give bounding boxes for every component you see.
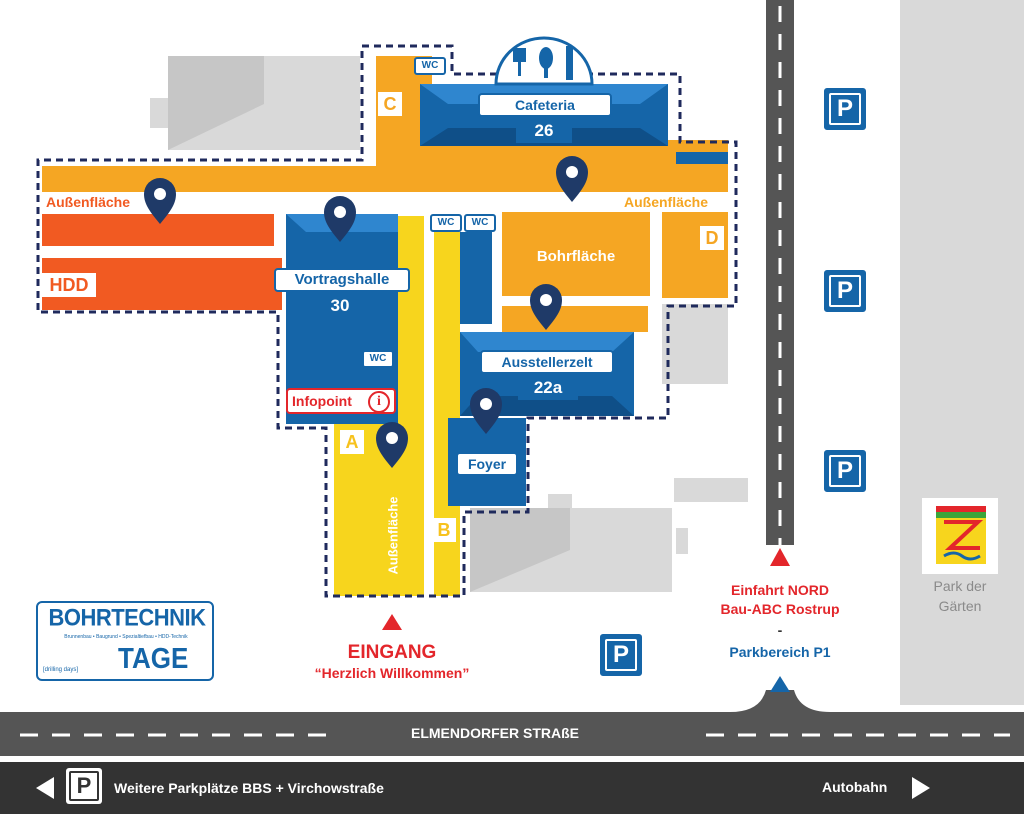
arrow-left-icon (36, 777, 54, 799)
cafeteria-number: 26 (516, 119, 572, 143)
logo-tagline: Brunnenbau • Baugrund • Spezialtiefbau •… (64, 634, 188, 640)
bottom-right-text[interactable]: Autobahn (822, 779, 888, 795)
wc-badge-middle-1: WC (430, 214, 462, 232)
entrance-subtitle: “Herzlich Willkommen” (314, 665, 470, 681)
parking-icon-2[interactable]: P (824, 270, 866, 312)
north-entry-arrow-icon (770, 548, 790, 566)
wc-badge-top: WC (414, 57, 446, 75)
site-boundary (36, 44, 738, 598)
park-label-line2: Gärten (938, 598, 982, 614)
zone-c-label: C (378, 92, 402, 116)
wc-badge-hall: WC (362, 350, 394, 368)
cafeteria-label[interactable]: Cafeteria (478, 93, 612, 117)
info-icon: i (368, 391, 390, 413)
north-entry-line2: Bau-ABC Rostrup (720, 601, 840, 617)
parking-icon-4[interactable]: P (600, 634, 642, 676)
vortragshalle-number: 30 (312, 294, 368, 318)
infopoint-label[interactable]: Infopoint i (286, 388, 396, 414)
parking-icon-1[interactable]: P (824, 88, 866, 130)
parking-icon-3[interactable]: P (824, 450, 866, 492)
hdd-label[interactable]: HDD (42, 273, 96, 297)
park-logo-icon (922, 498, 998, 574)
vortragshalle-label[interactable]: Vortragshalle (274, 268, 410, 292)
entrance-title[interactable]: EINGANG (347, 642, 437, 663)
zone-a-label: A (340, 430, 364, 454)
ausstellerzelt-number: 22a (518, 376, 578, 400)
parking-arrow-icon (770, 676, 790, 692)
arrow-right-icon (912, 777, 930, 799)
logo-line1: BOHRTECHNIK (48, 603, 206, 632)
park-label-line1: Park der (933, 578, 987, 594)
wc-badge-middle-2: WC (464, 214, 496, 232)
bottom-bar (0, 762, 1024, 814)
bottom-left-text[interactable]: Weitere Parkplätze BBS + Virchowstraße (114, 780, 384, 796)
aussenflaeche-left-label[interactable]: Außenfläche (46, 194, 131, 210)
infopoint-text: Infopoint (292, 393, 352, 409)
bohrflaeche-label[interactable]: Bohrfläche (536, 248, 616, 265)
foyer-label[interactable]: Foyer (456, 452, 518, 476)
aussenflaeche-vertical-label[interactable]: Außenfläche (385, 496, 401, 575)
cutlery-icon (494, 36, 594, 86)
zone-b-label: B (432, 518, 456, 542)
bohrtechnik-logo: BOHRTECHNIK Brunnenbau • Baugrund • Spez… (36, 601, 214, 681)
north-entry-line1[interactable]: Einfahrt NORD (731, 582, 829, 598)
bottom-parking-icon[interactable]: P (66, 768, 102, 804)
parking-area-label[interactable]: Parkbereich P1 (729, 644, 831, 660)
zone-d-label: D (700, 226, 724, 250)
entrance-arrow-icon (382, 614, 402, 630)
street (0, 712, 1024, 756)
logo-small: [drilling days] (43, 667, 79, 673)
ausstellerzelt-label[interactable]: Ausstellerzelt (480, 350, 614, 374)
logo-line2: TAGE (118, 641, 189, 675)
street-name: ELMENDORFER STRAßE (411, 725, 579, 741)
location-pins (144, 156, 588, 468)
north-entry-dash: - (777, 622, 783, 638)
aussenflaeche-right-label[interactable]: Außenfläche (624, 194, 709, 210)
